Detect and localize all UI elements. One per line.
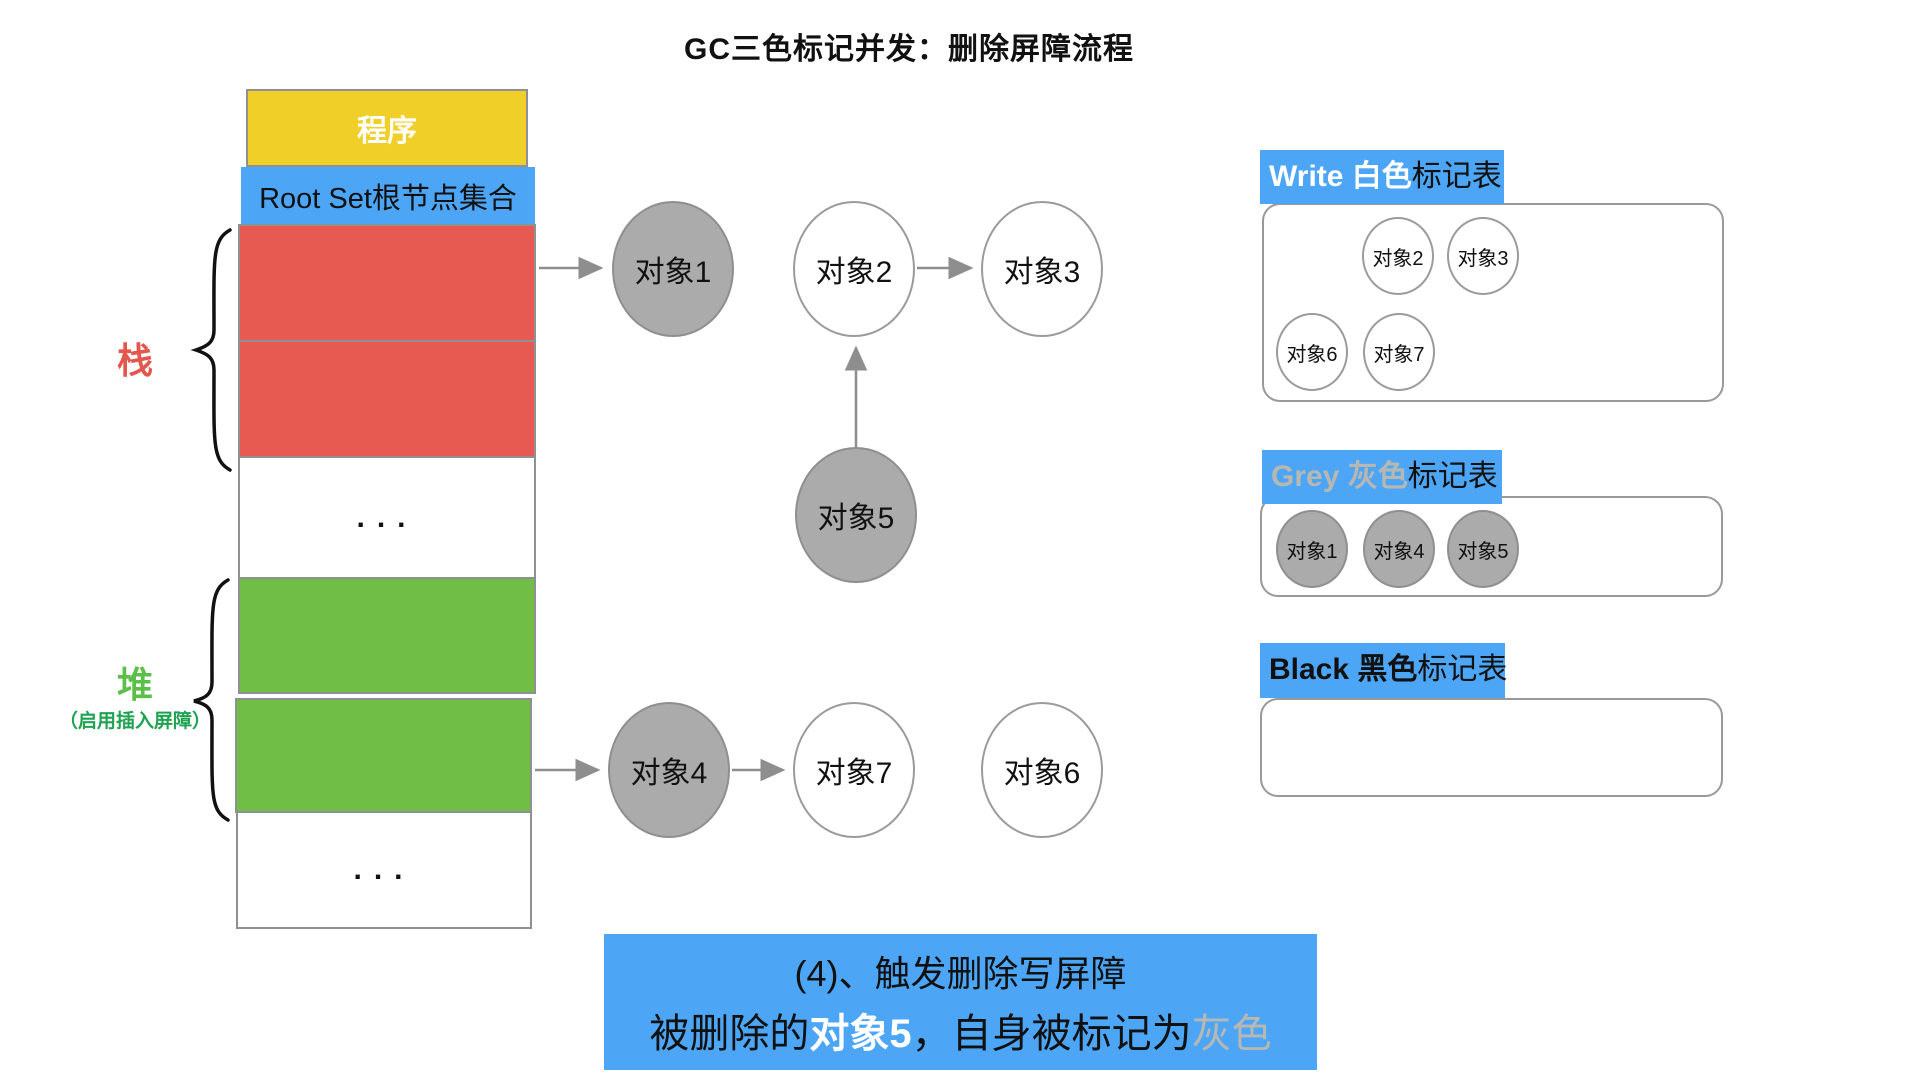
memory-ellipsis-block-2: ... — [236, 811, 532, 929]
caption-line2-middle: ，自身被标记为 — [911, 1012, 1192, 1056]
node-label: 对象7 — [815, 757, 893, 790]
heap-label: 堆 — [116, 664, 153, 705]
black-table-body — [1260, 698, 1723, 797]
black-table-title-en: Black 黑色 — [1269, 653, 1418, 686]
black-table-header: Black 黑色标记表 — [1260, 643, 1508, 698]
grey-table-title-cn: 标记表 — [1407, 460, 1498, 493]
grey-table-item-obj1: 对象1 — [1276, 510, 1348, 588]
graph-node-obj5: 对象5 — [795, 447, 917, 583]
stack-slot-1 — [238, 224, 536, 342]
page-title: GC三色标记并发：删除屏障流程 — [684, 33, 1134, 66]
graph-node-obj3: 对象3 — [981, 201, 1103, 337]
chip-label: 对象6 — [1286, 343, 1338, 366]
ellipsis-text: ... — [356, 500, 418, 534]
node-label: 对象2 — [815, 256, 893, 289]
node-label: 对象1 — [634, 256, 712, 289]
heap-slot-1 — [238, 577, 536, 694]
graph-node-obj4: 对象4 — [608, 702, 730, 838]
memory-ellipsis-block-1: ... — [238, 456, 536, 579]
node-label: 对象3 — [1003, 256, 1081, 289]
white-table-item-obj7: 对象7 — [1363, 313, 1435, 391]
chip-label: 对象2 — [1372, 247, 1424, 270]
root-set-block: Root Set根节点集合 — [241, 167, 535, 224]
black-table-title-cn: 标记表 — [1417, 653, 1508, 686]
caption-line2-prefix: 被删除的 — [649, 1012, 810, 1056]
heap-note: （启用插入屏障） — [58, 711, 211, 732]
grey-table-header: Grey 灰色标记表 — [1262, 450, 1502, 504]
graph-node-obj1: 对象1 — [612, 201, 734, 337]
program-label: 程序 — [357, 115, 417, 148]
heap-slot-2 — [235, 698, 532, 813]
white-table-title-en: Write 白色 — [1269, 160, 1412, 193]
heap-brace — [193, 578, 230, 822]
chip-label: 对象7 — [1373, 343, 1425, 366]
caption-line2: 被删除的对象5，自身被标记为灰色 — [649, 1001, 1271, 1059]
white-table-header: Write 白色标记表 — [1260, 150, 1504, 204]
chip-label: 对象4 — [1373, 540, 1425, 563]
stack-slot-2 — [238, 340, 536, 458]
node-label: 对象4 — [630, 757, 708, 790]
chip-label: 对象5 — [1457, 540, 1509, 563]
grey-table-title-en: Grey 灰色 — [1271, 460, 1408, 493]
step-caption: (4)、触发删除写屏障 被删除的对象5，自身被标记为灰色 — [604, 934, 1317, 1070]
caption-line1: (4)、触发删除写屏障 — [794, 953, 1127, 994]
graph-node-obj6: 对象6 — [981, 702, 1103, 838]
stack-label: 栈 — [116, 340, 153, 381]
chip-label: 对象1 — [1286, 540, 1338, 563]
ellipsis-text: ... — [353, 853, 415, 886]
root-set-label: Root Set根节点集合 — [259, 182, 517, 215]
caption-color-word: 灰色 — [1191, 1012, 1272, 1056]
program-block: 程序 — [246, 89, 528, 167]
grey-table-item-obj4: 对象4 — [1363, 510, 1435, 588]
graph-node-obj7: 对象7 — [793, 702, 915, 838]
node-label: 对象6 — [1003, 757, 1081, 790]
node-label: 对象5 — [817, 502, 895, 535]
caption-object-highlight: 对象5 — [809, 1012, 912, 1056]
chip-label: 对象3 — [1457, 247, 1509, 270]
stack-brace — [190, 228, 232, 472]
white-table-item-obj3: 对象3 — [1447, 217, 1519, 295]
graph-node-obj2: 对象2 — [793, 201, 915, 337]
white-table-item-obj2: 对象2 — [1362, 217, 1434, 295]
grey-table-item-obj5: 对象5 — [1447, 510, 1519, 588]
white-table-title-cn: 标记表 — [1411, 160, 1502, 193]
white-table-item-obj6: 对象6 — [1276, 313, 1348, 391]
